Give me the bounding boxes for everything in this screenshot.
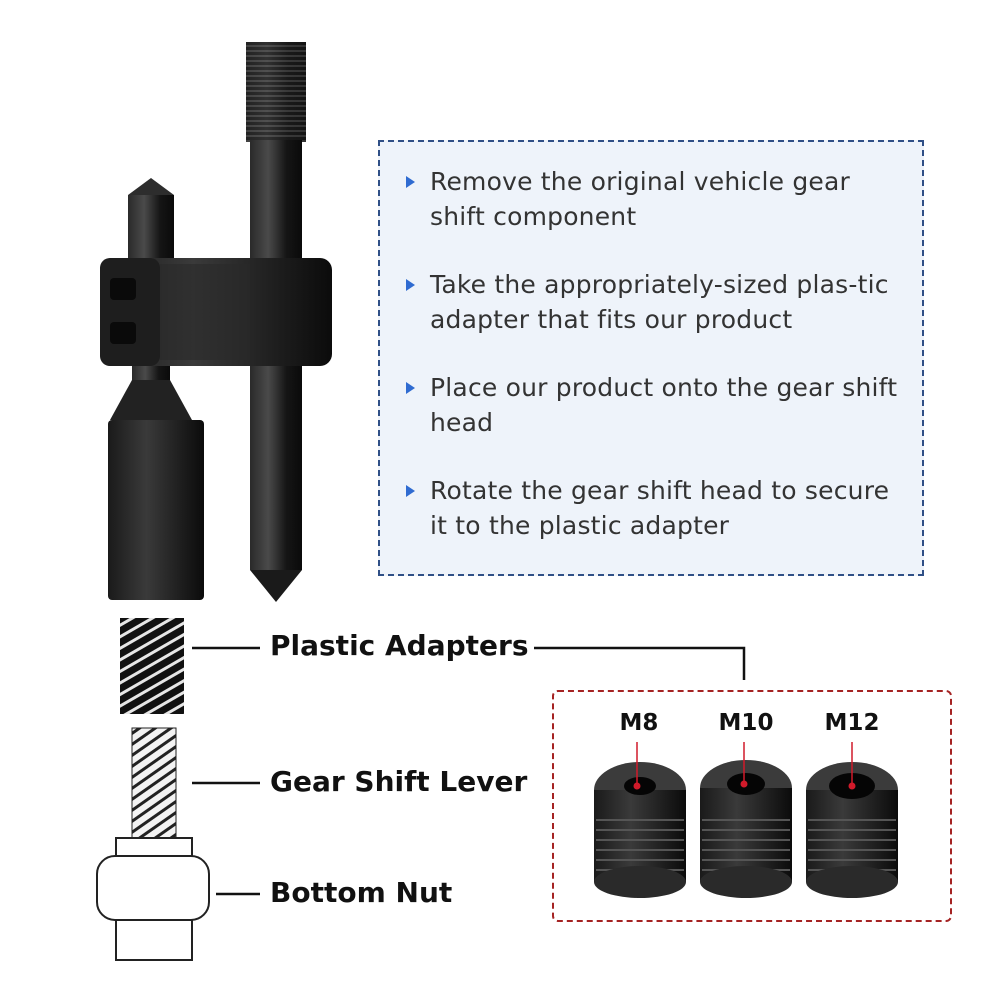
bottom-nut-label: Bottom Nut [270, 876, 453, 909]
triangle-bullet-icon [406, 485, 415, 497]
adapter-schematic [120, 618, 184, 714]
step-2: Take the appropriately-sized plas-tic ad… [406, 267, 902, 337]
step-text: Take the appropriately-sized plas-tic ad… [430, 270, 889, 334]
nut-schematic [96, 837, 210, 961]
gear-shift-lever-label: Gear Shift Lever [270, 765, 528, 798]
step-text: Rotate the gear shift head to secure it … [430, 476, 890, 540]
clamp-block [100, 258, 332, 366]
step-3: Place our product onto the gear shift he… [406, 370, 902, 440]
size-label-m12: M12 [824, 710, 880, 736]
adapter-m12 [806, 762, 898, 898]
pointed-rod [108, 178, 204, 600]
step-4: Rotate the gear shift head to secure it … [406, 473, 902, 543]
size-label-m8: M8 [619, 710, 659, 736]
triangle-bullet-icon [406, 382, 415, 394]
triangle-bullet-icon [406, 176, 415, 188]
step-1: Remove the original vehicle gear shift c… [406, 164, 902, 234]
size-indicators [633, 742, 856, 790]
adapter-m10 [700, 760, 792, 898]
plastic-adapters-label: Plastic Adapters [270, 629, 529, 662]
size-label-m10: M10 [718, 710, 774, 736]
step-text: Place our product onto the gear shift he… [430, 373, 898, 437]
triangle-bullet-icon [406, 279, 415, 291]
adapter-sizes-box: M8 M10 M12 [552, 690, 952, 922]
instructions-box: Remove the original vehicle gear shift c… [378, 140, 924, 576]
leader-lines [192, 646, 746, 896]
adapter-m8 [594, 762, 686, 898]
step-text: Remove the original vehicle gear shift c… [430, 167, 850, 231]
lever-schematic [131, 727, 177, 839]
